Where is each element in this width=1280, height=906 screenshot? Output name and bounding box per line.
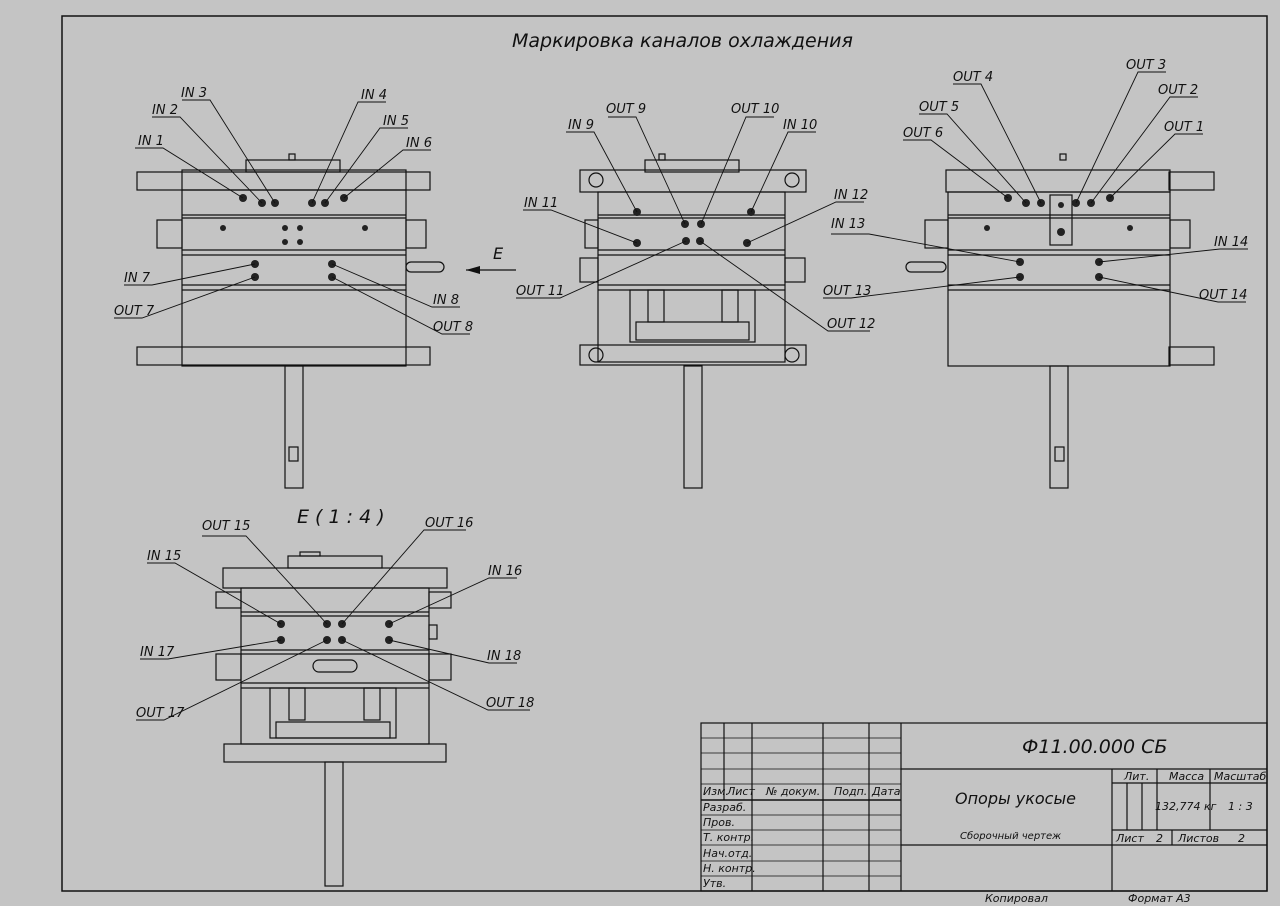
view-arrow-e: E [466,244,516,274]
label-in-10: IN 10 [783,118,817,133]
label-out-16: OUT 16 [425,516,473,531]
label-in-2: IN 2 [152,103,178,118]
col-list: Лист [726,785,755,798]
role-developer: Разраб. [703,801,746,814]
sheet-label: Лист [1115,832,1144,845]
label-out-12: OUT 12 [827,317,875,332]
label-out-7: OUT 7 [114,304,155,319]
label-out-4: OUT 4 [953,70,993,85]
role-norm-control: Н. контр. [703,862,756,875]
label-in-4: IN 4 [361,88,387,103]
doc-type: Сборочный чертеж [960,830,1061,842]
label-out-10: OUT 10 [731,102,779,117]
label-out-15: OUT 15 [202,519,250,534]
middle-view [516,116,870,489]
format-label: Формат А3 [1128,892,1191,905]
label-out-8: OUT 8 [433,320,473,335]
mass-label: Масса [1169,770,1204,783]
copied-label: Копировал [985,892,1048,905]
sheet-frame [61,15,1268,892]
label-in-5: IN 5 [383,114,409,129]
label-out-9: OUT 9 [606,102,646,117]
scale-label: Масштаб [1214,770,1266,783]
left-view [114,99,470,489]
section-view-label: E ( 1 : 4 ) [297,506,385,528]
label-out-13: OUT 13 [823,284,871,299]
col-sign: Подп. [834,785,867,798]
role-approved: Утв. [703,877,726,890]
title-block-text: Ф11.00.000 СБ Опоры укосые Сборочный чер… [703,736,1266,890]
lit-label: Лит. [1123,770,1149,783]
col-izm: Изм. [703,785,729,798]
label-in-16: IN 16 [488,564,522,579]
sheets-label: Листов [1177,832,1219,845]
right-view [823,71,1248,489]
label-out-6: OUT 6 [903,126,943,141]
label-in-12: IN 12 [834,188,868,203]
role-dept-head: Нач.отд. [703,847,752,860]
label-in-11: IN 11 [524,196,558,211]
label-in-17: IN 17 [140,645,175,660]
drawing-title: Маркировка каналов охлаждения [512,30,853,52]
label-out-14: OUT 14 [1199,288,1247,303]
title-block [700,722,1268,892]
scale-value: 1 : 3 [1228,800,1253,813]
label-in-6: IN 6 [406,136,432,151]
col-date: Дата [871,785,901,798]
mass-value: 132,774 кг [1155,800,1217,813]
label-out-1: OUT 1 [1164,120,1204,135]
label-in-7: IN 7 [124,271,151,286]
label-out-5: OUT 5 [919,100,959,115]
col-docnum: № докум. [765,785,820,798]
label-out-11: OUT 11 [516,284,564,299]
middle-view-labels: IN 9 OUT 9 OUT 10 IN 10 IN 11 IN 12 IN 1… [516,102,875,332]
label-in-15: IN 15 [147,549,181,564]
sheet-value: 2 [1156,832,1163,845]
label-out-18: OUT 18 [486,696,534,711]
view-arrow-label: E [493,244,504,263]
right-view-labels: OUT 4 OUT 3 OUT 2 OUT 5 OUT 6 OUT 1 IN 1… [823,58,1248,303]
detail-view-labels: OUT 15 OUT 16 IN 15 IN 16 IN 17 IN 18 OU… [136,516,534,721]
role-checker: Пров. [703,816,735,829]
detail-view [136,529,530,887]
label-out-2: OUT 2 [1158,83,1198,98]
left-view-labels: IN 1 IN 2 IN 3 IN 4 IN 5 IN 6 IN 7 OUT 7… [114,86,473,335]
label-in-14: IN 14 [1214,235,1248,250]
label-out-3: OUT 3 [1126,58,1166,73]
sheets-value: 2 [1238,832,1245,845]
label-in-18: IN 18 [487,649,521,664]
doc-number: Ф11.00.000 СБ [1022,736,1167,758]
label-out-17: OUT 17 [136,706,185,721]
label-in-8: IN 8 [433,293,459,308]
role-tech-control: Т. контр. [703,831,754,844]
label-in-1: IN 1 [138,134,164,149]
label-in-13: IN 13 [831,217,865,232]
drawing-name: Опоры укосые [955,789,1076,808]
label-in-3: IN 3 [181,86,207,101]
label-in-9: IN 9 [568,118,594,133]
